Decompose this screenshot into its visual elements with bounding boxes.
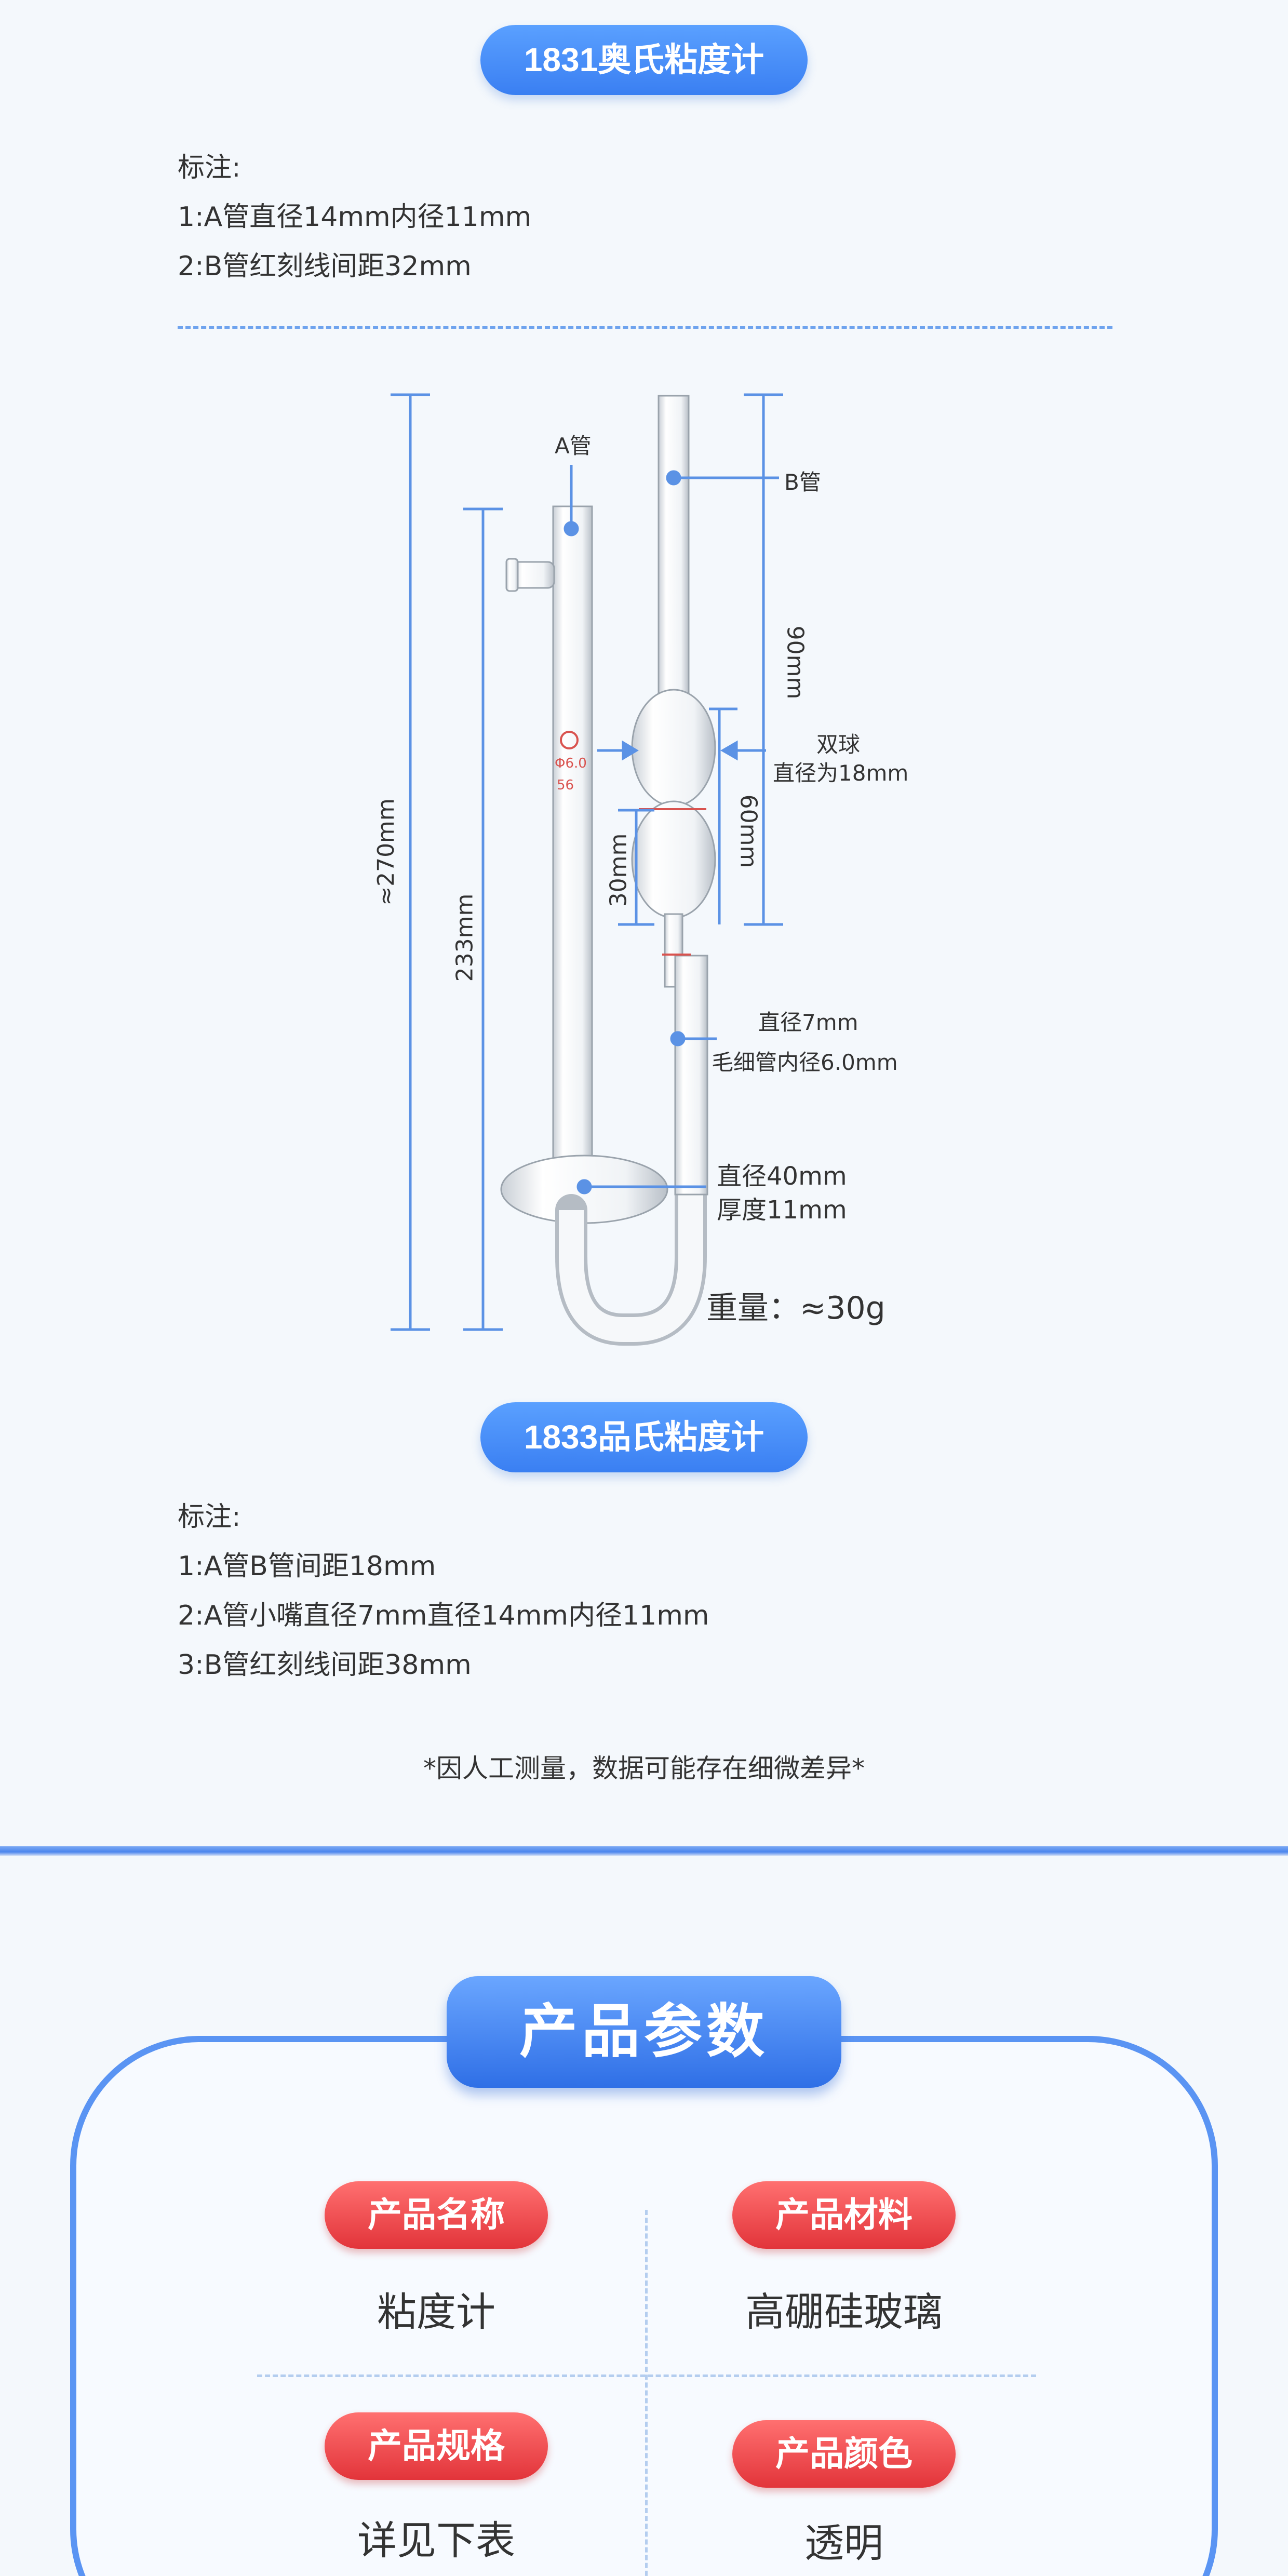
- dim-bulb-lower: 30mm: [605, 833, 632, 907]
- param-label-spec: 产品规格: [325, 2412, 548, 2480]
- pointer-a-tube: [564, 465, 579, 536]
- dim-bulbs: 60mm: [735, 794, 762, 868]
- pointer-capillary: [670, 1031, 717, 1046]
- param-value-material: 高硼硅玻璃: [745, 2289, 943, 2335]
- section2-note-header: 标注:: [178, 1501, 241, 1533]
- double-bulb-arrows: [597, 740, 766, 761]
- pointer-b-tube: [666, 470, 779, 486]
- param-value-color: 透明: [804, 2520, 883, 2566]
- section1-note-1: 1:A管直径14mm内径11mm: [178, 202, 532, 233]
- weight-label: 重量：≈30g: [706, 1290, 886, 1326]
- double-bulb-label: 双球: [816, 732, 861, 757]
- params-title: 产品参数: [447, 1976, 841, 2088]
- section2-title: 1833品氏粘度计: [480, 1402, 808, 1472]
- pointer-base: [576, 1179, 706, 1195]
- section1-title: 1831奥氏粘度计: [480, 25, 808, 95]
- marking-line-1: Φ6.0: [555, 756, 587, 771]
- label-b-tube: B管: [784, 469, 821, 495]
- param-label-material: 产品材料: [732, 2181, 956, 2249]
- section1-note-2: 2:B管红刻线间距32mm: [178, 251, 472, 282]
- section1-note-header: 标注:: [178, 152, 241, 183]
- section2-note-2: 2:A管小嘴直径7mm直径14mm内径11mm: [178, 1600, 709, 1631]
- marking-line-2: 56: [557, 777, 574, 793]
- dimension-total-height-line: [391, 393, 430, 1331]
- params-horizontal-divider: [257, 2374, 1036, 2377]
- viscometer-diagram: Φ6.0 56: [391, 393, 783, 1346]
- label-a-tube: A管: [555, 433, 592, 459]
- dimension-bulb-line: [709, 707, 737, 924]
- dimension-bulb-lower-line: [618, 809, 654, 926]
- section-separator-band: [0, 1846, 1288, 1856]
- dimension-upper-line: [744, 393, 783, 926]
- params-card: [70, 2036, 1218, 2576]
- capillary-diameter: 直径7mm: [758, 1010, 858, 1035]
- param-value-spec: 详见下表: [357, 2517, 515, 2564]
- section-divider: [178, 326, 1112, 329]
- tube-b: [631, 395, 716, 1196]
- section2-note-3: 3:B管红刻线间距38mm: [178, 1649, 472, 1681]
- section2-note-1: 1:A管B管间距18mm: [178, 1551, 436, 1582]
- dim-total-height: ≈270mm: [372, 798, 399, 906]
- params-vertical-divider: [645, 2210, 648, 2576]
- dim-upper: 90mm: [782, 625, 809, 700]
- base-diameter: 直径40mm: [717, 1162, 847, 1191]
- param-value-name: 粘度计: [377, 2289, 495, 2335]
- dim-a-height: 233mm: [451, 893, 478, 982]
- param-label-color: 产品颜色: [732, 2420, 956, 2488]
- measurement-disclaimer: *因人工测量，数据可能存在细微差异*: [423, 1753, 865, 1783]
- dimension-a-height-line: [463, 507, 503, 1331]
- tube-a-marking: Φ6.0 56: [555, 731, 587, 793]
- double-bulb-diameter: 直径为18mm: [773, 760, 909, 786]
- param-label-name: 产品名称: [325, 2181, 548, 2249]
- capillary-inner-diameter: 毛细管内径6.0mm: [712, 1050, 898, 1075]
- base-thickness: 厚度11mm: [717, 1196, 847, 1225]
